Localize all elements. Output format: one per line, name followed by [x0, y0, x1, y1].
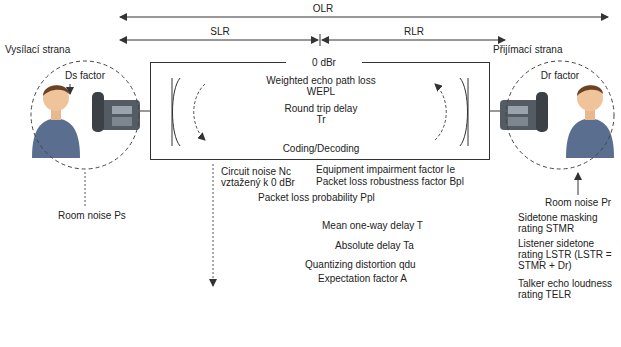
hybrid-bracket	[460, 78, 468, 146]
olr-arrow	[120, 17, 608, 18]
transmission-path-box: 0 dBrWeighted echo path loss WEPLRound t…	[150, 62, 490, 160]
parameter-label: Packet loss probability Ppl	[258, 192, 408, 203]
factor-label: Dr factor	[505, 70, 615, 81]
side-heading: Přijímací strana	[493, 44, 562, 55]
echo-loop	[435, 84, 446, 140]
loudness-rating: OLR	[300, 3, 346, 14]
talker-side-circle: Vysílací stranaDs factor	[30, 60, 140, 170]
listener-person	[566, 85, 614, 158]
hybrid-bracket	[172, 78, 180, 146]
reference-tick	[320, 34, 321, 46]
parameter-label: Equipment impairment factor Ie	[316, 164, 488, 175]
parameter-label: Room noise Pr	[545, 197, 617, 208]
leader-arrow	[70, 84, 71, 94]
echo-loop	[194, 84, 205, 140]
loudness-rating: SLR	[200, 26, 240, 37]
dashed-circle	[31, 61, 139, 169]
parameter-label: Expectation factor A	[318, 273, 448, 284]
parameter-label: Absolute delay Ta	[335, 240, 445, 251]
parameter-label: Packet loss robustness factor Bpl	[316, 176, 488, 187]
leader-arrow	[578, 173, 579, 195]
parameter-label: Quantizing distortion qdu	[305, 259, 465, 270]
listener-side-circle: Přijímací stranaDr factor	[505, 60, 615, 170]
telephone-icon	[92, 92, 140, 132]
loudness-rating: RLR	[394, 26, 434, 37]
leader-line	[85, 172, 86, 206]
phone-line	[140, 111, 150, 112]
side-heading: Vysílací strana	[5, 44, 70, 55]
parameter-label: Mean one-way delay T	[322, 220, 452, 231]
leader-line	[213, 164, 214, 286]
parameter-label: Listener sidetone rating LSTR (LSTR = ST…	[518, 238, 618, 271]
parameter-label: Weighted echo path loss WEPL	[261, 75, 381, 97]
slr-arrow	[120, 40, 318, 41]
parameter-label: Sidetone masking rating STMR	[518, 212, 618, 234]
phone-line	[490, 111, 500, 112]
level-label: 0 dBr	[286, 57, 362, 68]
rlr-arrow	[322, 40, 505, 41]
dashed-circle	[506, 61, 614, 169]
parameter-label: Coding/Decoding	[251, 143, 391, 154]
parameter-label: Talker echo loudness rating TELR	[518, 278, 618, 300]
telephone-icon	[500, 92, 548, 132]
parameter-label: Room noise Ps	[58, 210, 148, 221]
parameter-label: Round trip delay Tr	[281, 103, 361, 125]
parameter-label: Circuit noise Nc vztažený k 0 dBr	[221, 166, 305, 188]
talker-person	[32, 85, 80, 158]
factor-label: Ds factor	[30, 70, 140, 81]
